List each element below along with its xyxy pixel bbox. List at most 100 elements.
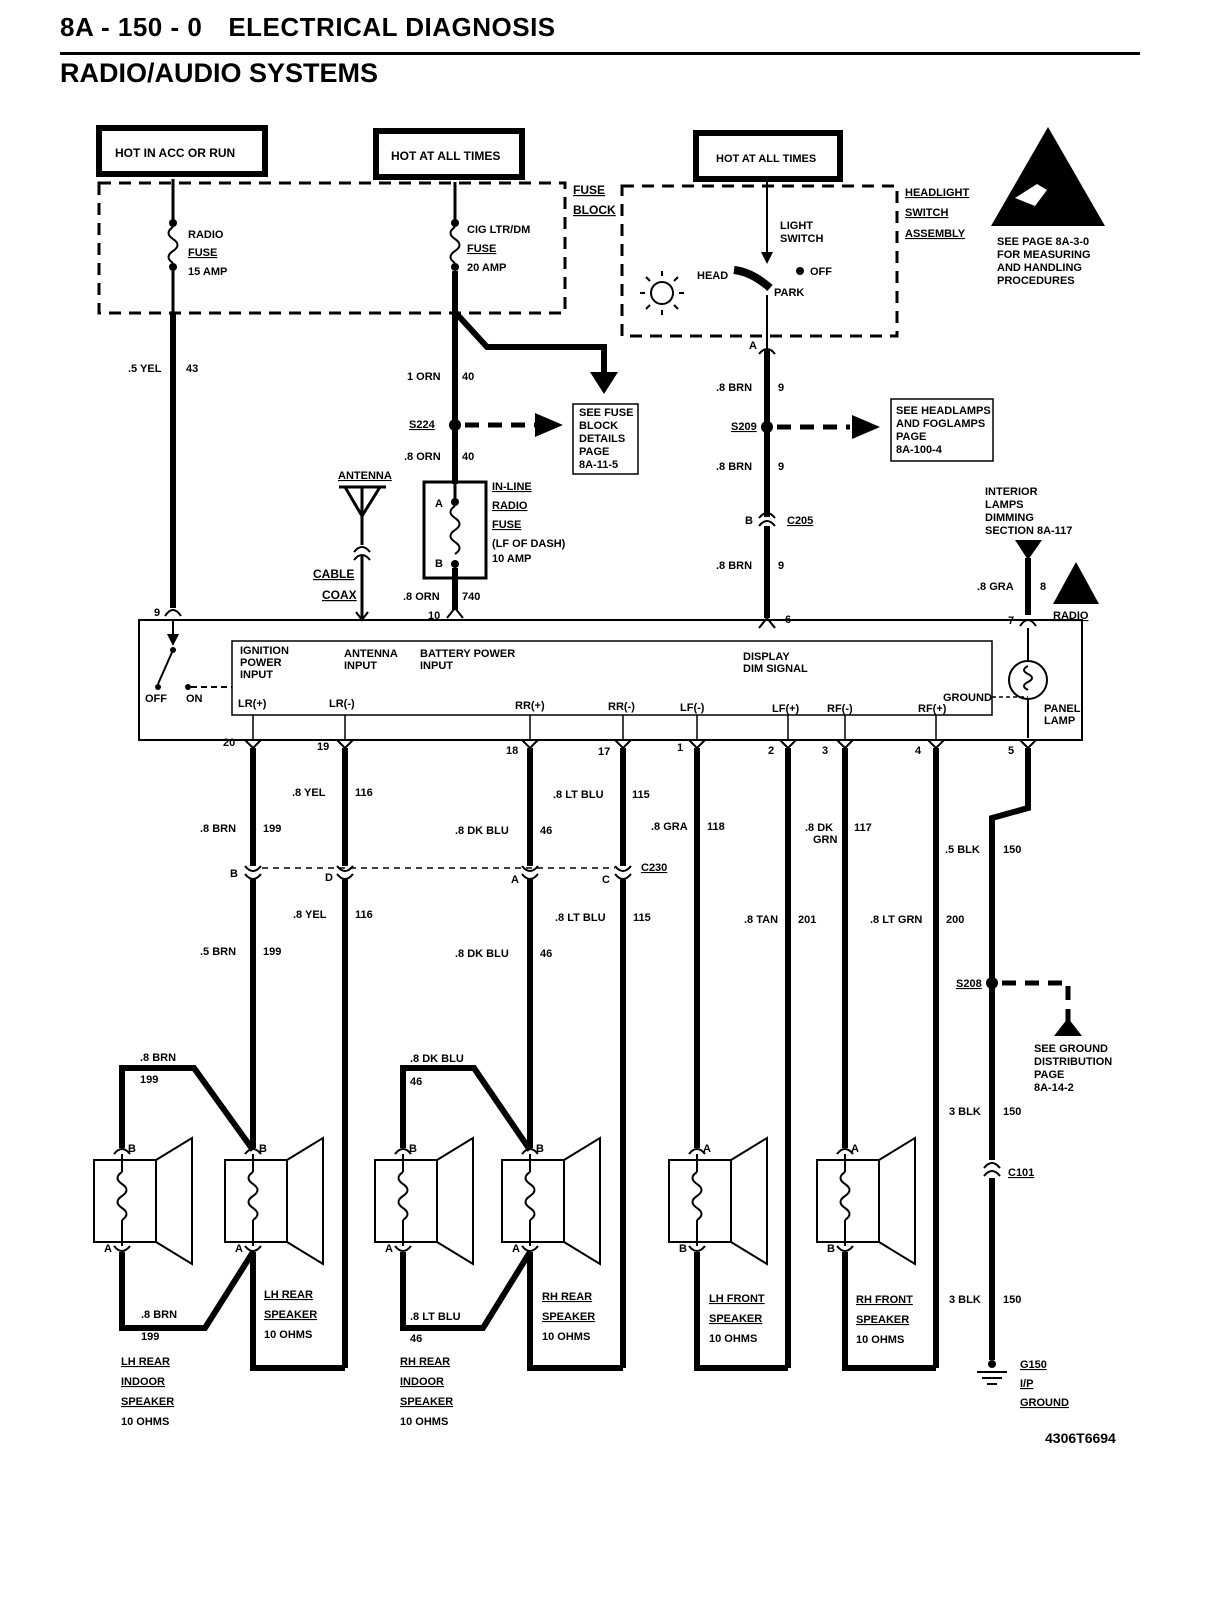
wire-115b-gauge: .8 LT BLU (555, 912, 606, 924)
speaker-rh-rear-indoor-icon: BA (374, 1136, 474, 1266)
wire-116a-gauge: .8 YEL (292, 787, 326, 799)
ground-note-2: DISTRIBUTION (1034, 1056, 1112, 1068)
radio-pin-20: 20 (223, 737, 235, 749)
wire-150b-gauge: 3 BLK (949, 1106, 981, 1118)
speaker-rh-rear-label-2: SPEAKER (542, 1311, 595, 1323)
speaker-rh-rear-indoor-label-3: SPEAKER (400, 1396, 453, 1408)
wire-199a-circuit: 199 (263, 823, 281, 835)
fuse-block-outline (97, 181, 567, 315)
c230-pin-a: A (511, 874, 519, 886)
speaker-lh-front-label-1: LH FRONT (709, 1293, 765, 1305)
ignition-switch: OFF ON (145, 620, 232, 705)
fuse-block-label-2: BLOCK (573, 203, 616, 217)
ground-label: GROUND (1020, 1397, 1069, 1409)
connector-c230: C230 (641, 862, 667, 874)
c230-pin-mark (521, 865, 539, 872)
inline-fuse-text-5: 10 AMP (492, 553, 531, 565)
wire-115b-circuit: 115 (633, 912, 651, 924)
light-switch-label-2: SWITCH (780, 233, 823, 245)
wire-9b-gauge: .8 BRN (716, 461, 752, 473)
wire-150c-gauge: 3 BLK (949, 1294, 981, 1306)
speaker-pin-label: A (235, 1243, 243, 1255)
wire-199b-gauge: .5 BRN (200, 946, 236, 958)
esd-note-line-3: AND HANDLING (997, 262, 1082, 274)
connector-c101: C101 (1008, 1167, 1034, 1179)
headlamps-note-2: AND FOGLAMPS (896, 418, 985, 430)
output-rr-minus: RR(-) (608, 701, 635, 713)
document-number: 4306T6694 (1045, 1430, 1116, 1446)
wire-40b-gauge: .8 ORN (404, 451, 441, 463)
wire-115a-gauge: .8 LT BLU (553, 789, 604, 801)
hot-box-acc-run: HOT IN ACC OR RUN (96, 125, 268, 177)
wire-46a-circuit: 46 (540, 825, 552, 837)
sp-lh-bot-gauge: .8 BRN (141, 1309, 177, 1321)
ground-note-3: PAGE (1034, 1069, 1064, 1081)
connector-pin-mark (927, 739, 945, 750)
speaker-pin-label: B (259, 1143, 267, 1155)
inline-fuse-text-3: FUSE (492, 519, 521, 531)
inline-fuse-text-4: (LF OF DASH) (492, 538, 566, 550)
switch-park-label: PARK (774, 287, 804, 299)
ignition-on-label: ON (186, 693, 203, 705)
inline-radio-fuse: A B (422, 480, 488, 580)
wire-46b-gauge: .8 DK BLU (455, 948, 509, 960)
speaker-lh-rear-label-1: LH REAR (264, 1289, 313, 1301)
ignition-off-label: OFF (145, 693, 167, 705)
headlamps-note-box (890, 398, 994, 462)
wire-118-gauge: .8 GRA (651, 821, 688, 833)
connector-pin-mark (779, 739, 797, 750)
c230-pin-mark (244, 873, 262, 880)
antenna-icon (339, 485, 386, 622)
wire-150c-circuit: 150 (1003, 1294, 1021, 1306)
speaker-rh-rear-indoor-label-2: INDOOR (400, 1376, 444, 1388)
wire-40b-circuit: 40 (462, 451, 474, 463)
interior-note-4: SECTION 8A-117 (985, 525, 1072, 537)
c230-pin-c: C (602, 874, 610, 886)
radio-pin-4: 4 (915, 745, 922, 757)
esd-note-line-2: FOR MEASURING (997, 249, 1091, 261)
interior-note-2: LAMPS (985, 499, 1024, 511)
wire-199a-gauge: .8 BRN (200, 823, 236, 835)
speaker-pin-label: B (128, 1143, 136, 1155)
wire-9b-circuit: 9 (778, 461, 784, 473)
sp-lh-top-gauge: .8 BRN (140, 1052, 176, 1064)
switch-head-label: HEAD (697, 270, 728, 282)
sp-rh-bot-circuit: 46 (410, 1333, 422, 1345)
page-subtitle: RADIO/AUDIO SYSTEMS (60, 58, 379, 88)
hot-box-all-times-1-label: HOT AT ALL TIMES (391, 149, 500, 163)
speaker-pin-label: A (703, 1143, 711, 1155)
ground-symbol (977, 1360, 1007, 1385)
sp-rh-bot-gauge: .8 LT BLU (410, 1311, 461, 1323)
radio-fuse-label: FUSE (188, 247, 217, 259)
c205-pin-b: B (745, 515, 753, 527)
speaker-lh-rear-indoor-label-1: LH REAR (121, 1356, 170, 1368)
wire-200-circuit: 200 (946, 914, 964, 926)
cig-fuse-label: FUSE (467, 243, 496, 255)
speaker-rh-front-icon: AB (816, 1136, 916, 1266)
antenna-coax-label: COAX (322, 588, 357, 602)
speaker-lh-rear-label-3: 10 OHMS (264, 1329, 312, 1341)
speaker-lh-front-label-3: 10 OHMS (709, 1333, 757, 1345)
speaker-lh-rear-indoor-label-4: 10 OHMS (121, 1416, 169, 1428)
panel-lamp-label-2: LAMP (1044, 715, 1075, 727)
inline-fuse-text-2: RADIO (492, 500, 528, 512)
connector-pin-mark (836, 739, 854, 750)
speaker-pin-label: A (104, 1243, 112, 1255)
panel-lamp-icon (1008, 628, 1048, 738)
panel-lamp-label-1: PANEL (1044, 703, 1081, 715)
output-lf-minus: LF(-) (680, 702, 705, 714)
c230-pin-b: B (230, 868, 238, 880)
wire-200-gauge: .8 LT GRN (870, 914, 922, 926)
speaker-pin-label: A (512, 1243, 520, 1255)
radio-ignition-label-3: INPUT (240, 669, 273, 681)
speaker-lh-rear-icon: BA (224, 1136, 324, 1266)
connector-c205: C205 (787, 515, 813, 527)
wire-201-circuit: 201 (798, 914, 816, 926)
connector-pin-mark (244, 739, 262, 750)
ground-ip: I/P (1020, 1378, 1033, 1390)
radio-ground-label: GROUND (943, 692, 992, 704)
light-switch: LIGHT SWITCH OFF HEAD PARK (640, 182, 832, 340)
wire-46a-gauge: .8 DK BLU (455, 825, 509, 837)
hot-box-acc-run-label: HOT IN ACC OR RUN (115, 146, 235, 160)
radio-antenna-input-1: ANTENNA (344, 648, 398, 660)
